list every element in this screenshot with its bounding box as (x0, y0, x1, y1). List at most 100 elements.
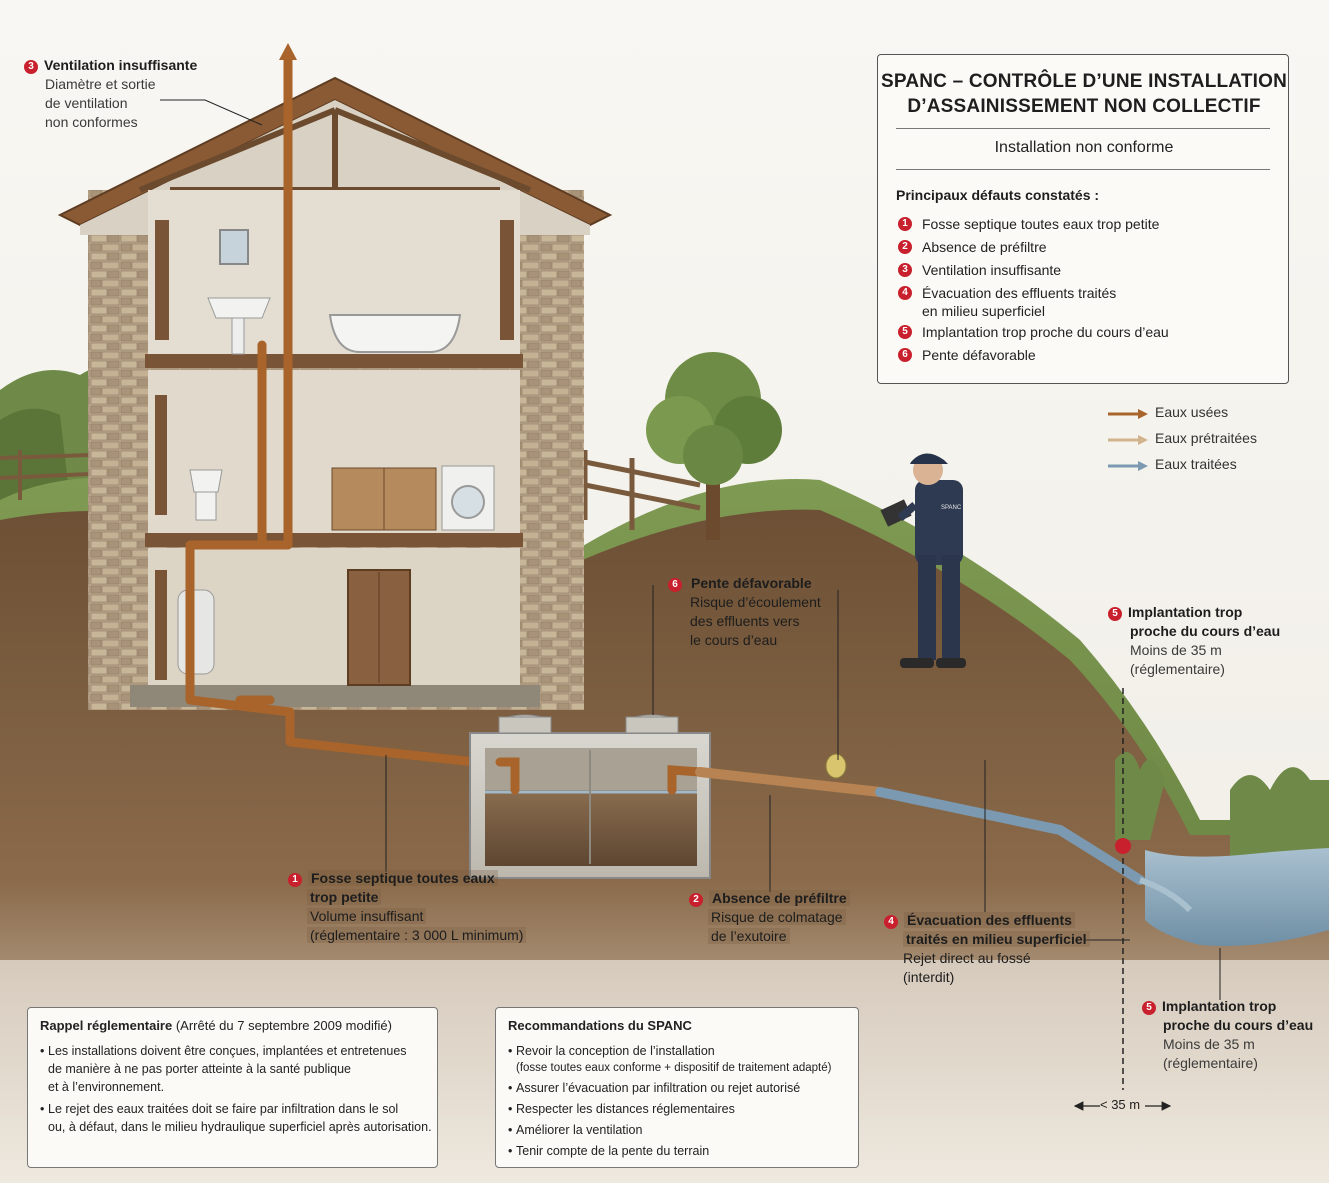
rappel-panel: Rappel réglementaire (Arrêté du 7 septem… (27, 1007, 438, 1168)
recommandation-item: Revoir la conception de l’installation (f… (508, 1042, 831, 1076)
recommandations-list: Revoir la conception de l’installation (f… (508, 1042, 831, 1160)
callout-number: 5 (1142, 1001, 1156, 1015)
fence-left (0, 450, 91, 500)
inspector-badge: SPANC (941, 505, 962, 511)
rappel-line: de manière à ne pas porter atteinte à la… (48, 1062, 351, 1076)
legend-label: Eaux traitées (1155, 456, 1237, 472)
callout-line: (réglementaire : 3 000 L minimum) (307, 927, 527, 943)
recommandation-item: Respecter les distances réglementaires (508, 1100, 831, 1118)
callout-leaders (160, 99, 1221, 1000)
callout-ventilation: 3 Ventilation insuffisante Diamètre et so… (24, 56, 197, 132)
rappel-line: Le rejet des eaux traitées doit se faire… (48, 1102, 399, 1116)
callout-number: 5 (1108, 607, 1122, 621)
defect-text: Évacuation des effluents traités (922, 285, 1117, 301)
defect-text: Absence de préfiltre (922, 239, 1047, 255)
recommandation-text: Revoir la conception de l’installation (516, 1044, 715, 1058)
rappel-list: Les installations doivent être conçues, … (40, 1042, 432, 1136)
defect-text-continued: en milieu superficiel (922, 303, 1045, 319)
arrow-icon (1108, 409, 1148, 419)
callout-number: 3 (24, 60, 38, 74)
callout-line: des effluents vers (687, 613, 803, 629)
callout-title: Implantation trop (1162, 998, 1277, 1014)
callout-prefiltre: 2 Absence de préfiltre Risque de colmatag… (689, 889, 850, 946)
callout-number: 2 (689, 893, 703, 907)
arrow-icon (1108, 461, 1148, 471)
callout-pente: 6 Pente défavorable Risque d’écoulement d… (668, 574, 824, 650)
callout-line: (interdit) (903, 969, 955, 985)
reeds-left (1115, 752, 1165, 840)
callout-title: Ventilation insuffisante (44, 57, 198, 73)
septic-tank (469, 714, 711, 879)
distance-label: < 35 m (1100, 1097, 1141, 1112)
defect-text: Fosse septique toutes eaux trop petite (922, 216, 1160, 232)
callout-line: (réglementaire) (1163, 1055, 1258, 1071)
recommandations-panel: Recommandations du SPANC Revoir la conce… (495, 1007, 859, 1168)
callout-title-line: proche du cours d’eau (1130, 623, 1281, 639)
inspector (880, 453, 966, 668)
callout-line: (réglementaire) (1130, 661, 1225, 677)
recommandation-note: (fosse toutes eaux conforme + dispositif… (516, 1062, 832, 1074)
recommandation-item: Améliorer la ventilation (508, 1121, 831, 1139)
divider (896, 128, 1270, 129)
vent-cap (279, 43, 297, 60)
title-line-1: SPANC – CONTRÔLE D’UNE INSTALLATION (881, 71, 1287, 92)
recommandation-item: Tenir compte de la pente du terrain (508, 1142, 831, 1160)
title-panel: SPANC – CONTRÔLE D’UNE INSTALLATION D’AS… (877, 54, 1289, 384)
callout-number: 6 (668, 578, 682, 592)
rappel-line: ou, à défaut, dans le milieu hydraulique… (48, 1120, 432, 1134)
defect-number: 5 (898, 325, 912, 339)
callout-title: Implantation trop (1128, 604, 1243, 620)
outlet-pipe (695, 767, 885, 797)
rappel-reference: (Arrêté du 7 septembre 2009 modifié) (175, 1018, 392, 1033)
callout-title: Absence de préfiltre (709, 890, 850, 906)
callout-line: non conformes (45, 114, 138, 130)
recommandations-heading: Recommandations du SPANC (508, 1018, 692, 1033)
recommandation-text: Assurer l’évacuation par infiltration ou… (516, 1081, 801, 1095)
marker-5 (1115, 838, 1131, 854)
fence (582, 450, 701, 530)
rappel-line: et à l’environnement. (48, 1080, 165, 1094)
defects-heading: Principaux défauts constatés : (896, 187, 1100, 203)
callout-line: Risque de colmatage (708, 909, 846, 925)
rappel-heading: Rappel réglementaire (Arrêté du 7 septem… (40, 1018, 392, 1033)
defect-number: 4 (898, 286, 912, 300)
defect-number: 6 (898, 348, 912, 362)
callout-line: de l’exutoire (708, 928, 790, 944)
status-text: Installation non conforme (994, 139, 1174, 156)
callout-line: Moins de 35 m (1130, 642, 1222, 658)
callout-title-line: trop petite (307, 889, 382, 905)
tree (646, 352, 782, 540)
legend-label: Eaux usées (1155, 404, 1229, 420)
rappel-title: Rappel réglementaire (40, 1018, 173, 1033)
callout-line: le cours d’eau (687, 632, 781, 648)
treated-pipe (875, 787, 1145, 885)
callout-line: Moins de 35 m (1163, 1036, 1255, 1052)
callout-line: Risque d’écoulement (687, 594, 824, 610)
title-line-2: D’ASSAINISSEMENT NON COLLECTIF (907, 96, 1261, 117)
rappel-item: Les installations doivent être conçues, … (40, 1042, 432, 1096)
callout-line: Volume insuffisant (307, 908, 427, 924)
arrow-icon (1108, 435, 1148, 445)
discharge-flow (1139, 877, 1193, 913)
callout-number: 4 (884, 915, 898, 929)
callout-line: Diamètre et sortie (45, 76, 156, 92)
defect-text: Implantation trop proche du cours d’eau (922, 324, 1169, 340)
stream (1145, 848, 1329, 946)
defect-item: 4 Évacuation des effluents traités en mili… (896, 282, 1169, 321)
recommandations-title: Recommandations du SPANC (508, 1018, 692, 1033)
defect-number: 2 (898, 240, 912, 254)
callout-title: Pente défavorable (688, 575, 815, 591)
defect-text: Ventilation insuffisante (922, 262, 1062, 278)
recommandation-item: Assurer l’évacuation par infiltration ou… (508, 1079, 831, 1097)
house (57, 76, 613, 710)
callout-title-line: proche du cours d’eau (1163, 1017, 1314, 1033)
recommandation-text: Respecter les distances réglementaires (516, 1102, 735, 1116)
divider (896, 169, 1270, 170)
callout-number: 1 (288, 873, 302, 887)
callout-implantation-upper: 5 Implantation trop proche du cours d’eau… (1108, 603, 1280, 679)
rappel-line: Les installations doivent être conçues, … (48, 1044, 407, 1058)
tank-tees (495, 757, 705, 795)
